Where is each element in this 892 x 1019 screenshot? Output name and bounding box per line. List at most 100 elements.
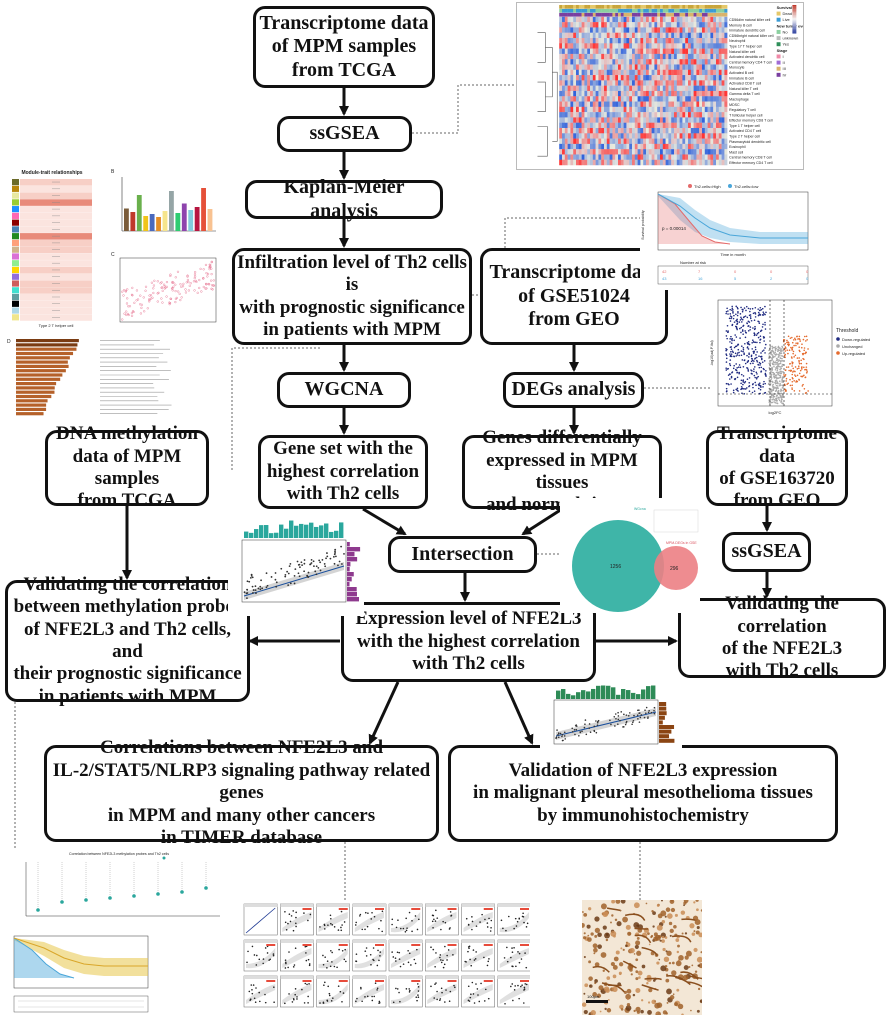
volcano-point	[740, 350, 743, 352]
ihc-cell	[654, 1002, 661, 1009]
heatmap-cell	[685, 117, 689, 123]
lollipop-point	[204, 886, 208, 890]
volcano-point	[793, 390, 796, 392]
volcano-point	[753, 360, 755, 362]
volcano-point	[748, 343, 751, 346]
heatmap-row-label: CD56bright natural killer cell	[729, 34, 774, 38]
heatmap-cell	[584, 90, 588, 97]
timer-point	[268, 959, 270, 961]
ihc-cell	[594, 916, 600, 922]
heatmap-cell	[598, 90, 602, 97]
heatmap-cell	[570, 27, 574, 33]
heatmap-cell	[640, 32, 644, 39]
timer-point	[399, 965, 402, 968]
volcano-point	[741, 321, 743, 323]
volcano-point	[741, 359, 744, 361]
heatmap-cell	[620, 106, 624, 113]
heatmap-cell	[665, 27, 669, 33]
heatmap-cell	[693, 59, 697, 65]
heatmap-annotation-cell	[576, 8, 580, 13]
venn-diagram-thumbnail: WGcna MPM-DEGs in GSE 1256 296	[560, 498, 700, 613]
heatmap-cell	[615, 85, 619, 92]
module-membership-point	[210, 261, 213, 264]
ihc-cell	[696, 925, 700, 930]
heatmap-annotation-cell	[562, 8, 566, 13]
correlations-timer-box: Correlations between NFE2L3 and IL-2/STA…	[44, 737, 439, 848]
heatmap-annotation-cell	[704, 4, 708, 9]
volcano-point	[732, 391, 735, 394]
volcano-point	[754, 376, 756, 379]
heatmap-cell	[643, 96, 647, 102]
heatmap-cell	[567, 149, 571, 155]
volcano-point	[779, 382, 781, 385]
heatmap-cell	[696, 127, 700, 134]
volcano-point	[735, 336, 738, 338]
timer-point	[515, 965, 517, 968]
heatmap-cell	[648, 48, 652, 55]
heatmap-annotation-cell	[584, 8, 588, 13]
heatmap-cell	[687, 154, 691, 160]
heatmap-cell	[710, 90, 714, 97]
scatter-point	[299, 566, 301, 569]
heatmap-cell	[576, 38, 580, 44]
heatmap-cell	[601, 22, 605, 28]
heatmap-cell	[637, 101, 641, 108]
heatmap-cell	[668, 48, 672, 55]
lollipop-point	[36, 908, 40, 912]
heatmap-cell	[595, 69, 599, 76]
heatmap-annotation-cell	[615, 4, 619, 9]
volcano-point	[798, 359, 800, 362]
volcano-point	[768, 401, 771, 403]
timer-confidence-band	[246, 984, 276, 1004]
volcano-point	[758, 384, 760, 387]
heatmap-cell	[562, 64, 566, 70]
heatmap-cell	[660, 32, 663, 39]
heatmap-cell	[690, 159, 694, 166]
ihc-cell	[672, 993, 675, 996]
heatmap-cell	[634, 59, 638, 65]
heatmap-cell	[707, 22, 711, 28]
volcano-point	[777, 373, 780, 376]
heatmap-cell	[590, 138, 594, 145]
heatmap-colorbar-step	[792, 27, 797, 29]
lollipop-point	[84, 898, 88, 902]
heatmap-cell	[676, 159, 680, 166]
scatter-point	[288, 565, 291, 568]
timer-point	[396, 951, 399, 954]
svg-text:D: D	[7, 339, 11, 345]
module-color-swatch	[12, 239, 19, 247]
enrichment-bar	[16, 403, 47, 407]
heatmap-cell	[567, 53, 571, 60]
heatmap-cell	[718, 27, 722, 33]
scatter-point	[343, 552, 345, 555]
heatmap-cell	[615, 43, 619, 49]
heatmap-cell	[718, 48, 722, 55]
timer-point	[331, 924, 334, 926]
heatmap-cell	[676, 22, 680, 28]
volcano-point	[729, 308, 731, 311]
heatmap-cell	[660, 69, 663, 76]
heatmap-cell	[660, 64, 663, 70]
heatmap-cell	[685, 106, 689, 113]
module-color-swatch	[12, 226, 19, 233]
heatmap-cell	[637, 149, 641, 155]
timer-point	[442, 920, 444, 923]
heatmap-cell	[629, 122, 633, 129]
heatmap-cell	[693, 53, 697, 60]
heatmap-cell	[662, 138, 666, 145]
heatmap-cell	[587, 48, 591, 55]
venn-label-b: MPM-DEGs in GSE	[666, 541, 697, 545]
volcano-point	[773, 353, 776, 355]
heatmap-cell	[648, 149, 652, 155]
volcano-point	[775, 353, 778, 355]
heatmap-cell	[682, 43, 686, 49]
heatmap-cell	[606, 69, 610, 76]
heatmap-cell	[643, 112, 647, 118]
timer-point	[438, 999, 441, 1002]
lollipop-point	[132, 894, 136, 898]
heatmap-cell	[567, 96, 571, 102]
timer-point	[247, 950, 249, 953]
heatmap-cell	[587, 53, 591, 60]
heatmap-cell	[687, 69, 691, 76]
volcano-point	[761, 361, 764, 363]
